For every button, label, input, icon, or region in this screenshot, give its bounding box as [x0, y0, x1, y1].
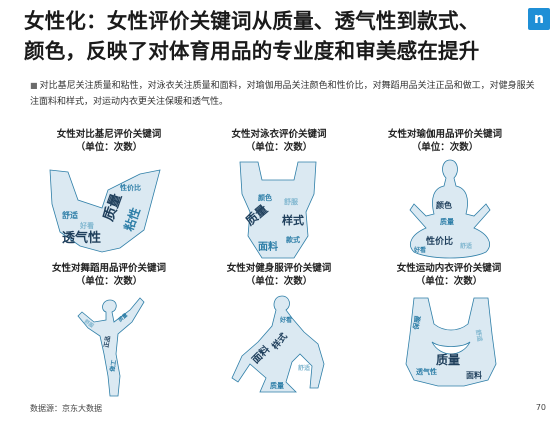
summary-text: ■对比基尼关注质量和粘性，对泳衣关注质量和面料，对瑜伽用品关注颜色和性价比，对舞… — [30, 78, 540, 110]
cloud-word: 质量 — [440, 217, 454, 226]
cloud-word: 舒适 — [474, 329, 484, 342]
cloud-word: 质量 — [117, 312, 129, 324]
cloud-word: 透气性 — [62, 230, 101, 246]
panel-title: 女性运动内衣评价关键词 — [396, 263, 502, 274]
panel-unit: （单位：次数） — [245, 276, 313, 287]
swimwear-word-cloud: 质量 样式 面料 颜色 舒服 款式 — [228, 158, 328, 262]
cloud-word: 好看 — [79, 221, 94, 230]
panel-fitness: 女性对健身服评价关键词 （单位：次数） — [194, 262, 364, 288]
sports-bra-word-cloud: 质量 面料 透气性 保暖 舒适 — [396, 294, 506, 394]
panel-unit: （单位：次数） — [75, 276, 143, 287]
data-source-note: 数据源：京东大数据 — [30, 404, 102, 413]
cloud-word: 性价比 — [426, 235, 453, 247]
cloud-word: 好看 — [279, 316, 292, 324]
brand-logo-icon: n — [528, 8, 550, 30]
cloud-word: 面料 — [466, 370, 482, 380]
cloud-word: 性价比 — [120, 183, 141, 192]
bullet-icon: ■ — [30, 81, 38, 90]
title-line-2: 颜色，反映了对体育用品的专业度和审美感在提升 — [24, 39, 480, 63]
panel-dance: 女性对舞蹈用品评价关键词 （单位：次数） — [24, 262, 194, 288]
cloud-word: 舒适 — [298, 364, 310, 372]
cloud-word: 颜色 — [436, 200, 452, 210]
panel-unit: （单位：次数） — [245, 142, 313, 153]
panel-bikini: 女性对比基尼评价关键词 （单位：次数） — [24, 128, 194, 154]
cloud-word: 款式 — [286, 235, 300, 244]
panel-title: 女性对舞蹈用品评价关键词 — [51, 263, 166, 274]
cloud-word: 好看 — [413, 246, 426, 254]
dance-word-cloud: 正品 做工 质量 舒服 — [70, 292, 150, 398]
panel-unit: （单位：次数） — [415, 276, 483, 287]
cloud-word: 颜色 — [258, 193, 272, 202]
page-title: 女性化：女性评价关键词从质量、透气性到款式、 颜色，反映了对体育用品的专业度和审… — [24, 6, 514, 66]
panel-unit: （单位：次数） — [411, 142, 479, 153]
cloud-word: 舒服 — [284, 197, 299, 206]
panel-title: 女性对比基尼评价关键词 — [56, 129, 162, 140]
page-number: 70 — [535, 403, 546, 412]
yoga-word-cloud: 颜色 性价比 质量 舒适 好看 — [400, 158, 500, 262]
panel-swimwear: 女性对泳衣评价关键词 （单位：次数） — [194, 128, 364, 154]
panel-title: 女性对健身服评价关键词 — [226, 263, 332, 274]
summary-body: 对比基尼关注质量和粘性，对泳衣关注质量和面料，对瑜伽用品关注颜色和性价比，对舞蹈… — [30, 81, 535, 107]
panel-unit: （单位：次数） — [75, 142, 143, 153]
cloud-word: 透气性 — [416, 367, 437, 376]
cloud-word: 质量 — [270, 381, 284, 390]
cloud-word: 舒适 — [460, 242, 472, 250]
panel-yoga: 女性对瑜伽用品评价关键词 （单位：次数） — [360, 128, 530, 154]
panel-title: 女性对瑜伽用品评价关键词 — [387, 129, 502, 140]
title-line-1: 女性化：女性评价关键词从质量、透气性到款式、 — [24, 9, 480, 33]
bikini-word-cloud: 透气性 质量 粘性 舒适 好看 性价比 — [40, 160, 170, 260]
cloud-word: 正品 — [102, 335, 112, 348]
panel-sports-bra: 女性运动内衣评价关键词 （单位：次数） — [364, 262, 534, 288]
cloud-word: 质量 — [436, 352, 460, 367]
cloud-word: 舒适 — [61, 210, 78, 220]
panel-title: 女性对泳衣评价关键词 — [231, 129, 327, 140]
cloud-word: 样式 — [282, 213, 304, 227]
cloud-word: 面料 — [258, 240, 278, 253]
cloud-word: 保暖 — [411, 314, 423, 331]
fitness-word-cloud: 面料 样式 质量 舒适 好看 — [226, 292, 336, 398]
cloud-word: 做工 — [108, 359, 118, 373]
